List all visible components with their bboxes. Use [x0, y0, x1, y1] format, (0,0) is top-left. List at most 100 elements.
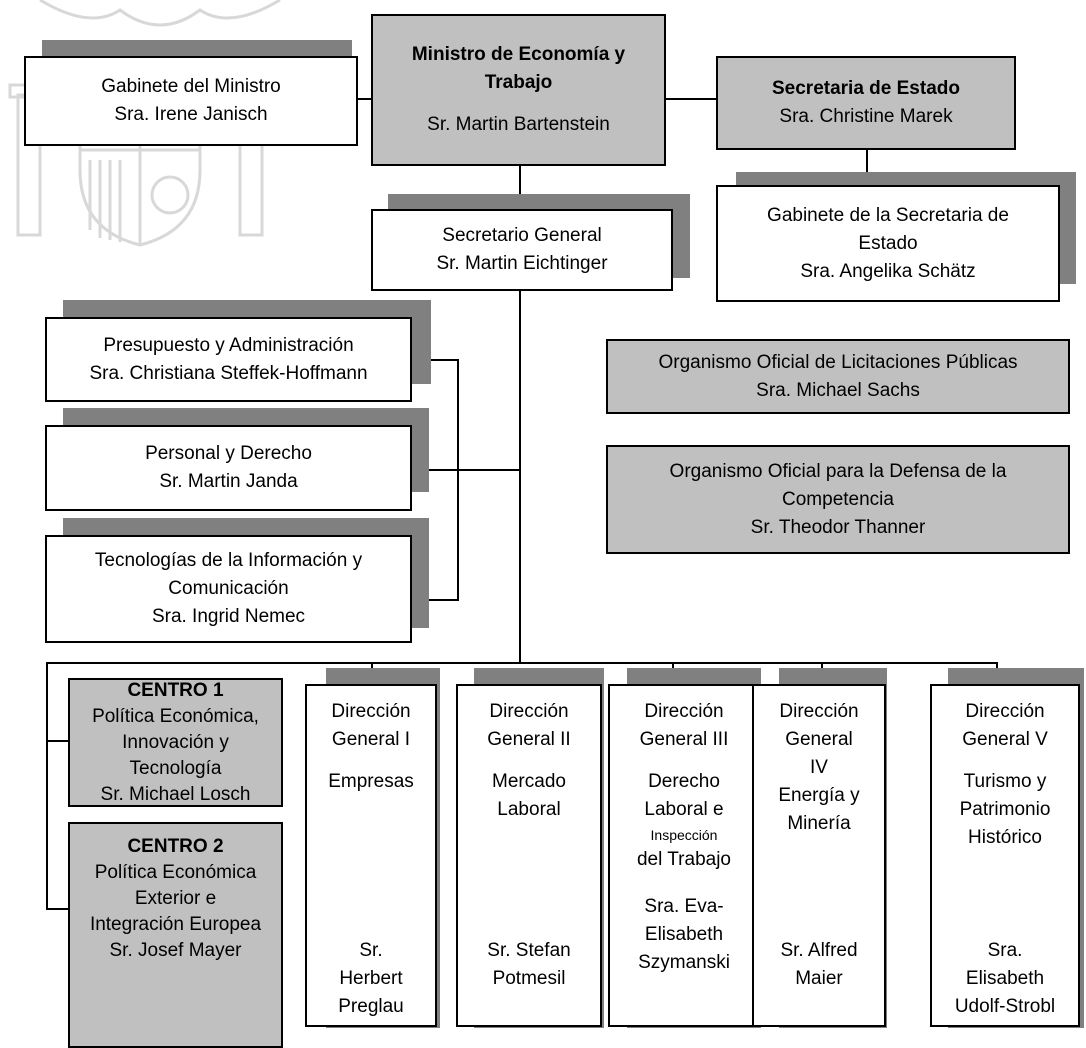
dg5-area: Patrimonio — [959, 799, 1051, 820]
dg3-person: Elisabeth — [644, 924, 724, 945]
centro1-line: Sr. Michael Losch — [100, 783, 251, 805]
tecnologias-box: Tecnologías de la Información y Comunica… — [45, 535, 412, 643]
presupuesto-box: Presupuesto y Administración Sra. Christ… — [45, 317, 412, 402]
connector-line — [410, 599, 459, 601]
gabinete-ministro-box: Gabinete del Ministro Sra. Irene Janisch — [24, 56, 358, 146]
licitaciones-box: Organismo Oficial de Licitaciones Públic… — [606, 339, 1070, 414]
connector-line — [356, 98, 374, 100]
dg1-person: Herbert — [339, 968, 403, 989]
dg3-area: Inspección — [650, 827, 718, 843]
dg2-head: General II — [487, 729, 571, 750]
centro2-line: Sr. Josef Mayer — [109, 940, 242, 961]
dg5-head: General V — [962, 729, 1048, 750]
dg3-box: Dirección General III Derecho Laboral e … — [608, 684, 760, 1027]
gabinete-secretaria-name: Sra. Angelika Schätz — [800, 260, 976, 282]
dg1-person: Preglau — [338, 996, 404, 1017]
dg3-person: Sra. Eva- — [644, 896, 724, 917]
centro2-box: CENTRO 2 Política Económica Exterior e I… — [68, 822, 283, 1048]
dg2-person: Potmesil — [492, 968, 566, 989]
centro1-line: Tecnología — [129, 757, 222, 779]
secretaria-estado-title: Secretaria de Estado — [772, 78, 960, 99]
ministro-title-line2: Trabajo — [484, 72, 553, 93]
connector-line — [866, 148, 868, 185]
connector-line — [46, 662, 998, 664]
presupuesto-name: Sra. Christiana Steffek-Hoffmann — [89, 362, 368, 384]
dg5-person: Sra. — [987, 940, 1023, 961]
dg1-head: Dirección — [331, 701, 411, 722]
dg1-head: General I — [331, 729, 411, 750]
secretario-general-name: Sr. Martin Eichtinger — [436, 253, 608, 274]
dg3-head: Dirección — [644, 701, 724, 722]
dg4-area: Energía y — [778, 785, 860, 806]
dg4-box: Dirección General IV Energía y Minería S… — [752, 684, 886, 1027]
dg2-area: Mercado — [492, 771, 566, 792]
competencia-line1: Organismo Oficial para la Defensa de la — [669, 460, 1007, 482]
dg2-area: Laboral — [497, 799, 561, 820]
centro1-title: CENTRO 1 — [127, 679, 224, 701]
tecnologias-name: Sra. Ingrid Nemec — [151, 606, 306, 627]
ministro-box: Ministro de Economía y Trabajo Sr. Marti… — [371, 14, 666, 166]
dg5-head: Dirección — [965, 701, 1045, 722]
dg3-head: General III — [639, 729, 729, 750]
dg3-area: Laboral e — [644, 799, 724, 820]
dg1-area: Empresas — [328, 771, 414, 792]
centro1-line: Innovación y — [122, 731, 229, 753]
ministro-title-line1: Ministro de Economía y — [411, 44, 626, 65]
gabinete-secretaria-line2: Estado — [858, 232, 918, 254]
licitaciones-title: Organismo Oficial de Licitaciones Públic… — [658, 351, 1018, 373]
secretario-general-box: Secretario General Sr. Martin Eichtinger — [371, 209, 673, 291]
secretario-general-title: Secretario General — [442, 225, 602, 246]
ministro-name: Sr. Martin Bartenstein — [427, 114, 610, 135]
dg4-area: Minería — [787, 813, 851, 834]
dg3-area: del Trabajo — [636, 849, 731, 870]
competencia-box: Organismo Oficial para la Defensa de la … — [606, 445, 1070, 554]
gabinete-secretaria-line1: Gabinete de la Secretaria de — [767, 204, 1009, 226]
gabinete-secretaria-box: Gabinete de la Secretaria de Estado Sra.… — [716, 185, 1060, 302]
tecnologias-line2: Comunicación — [168, 578, 289, 599]
competencia-line2: Competencia — [782, 488, 894, 510]
connector-line — [457, 359, 459, 600]
dg4-person: Maier — [795, 968, 843, 989]
connector-line — [46, 908, 70, 910]
dg4-person: Sr. Alfred — [780, 940, 858, 961]
centro2-line: Política Económica — [94, 862, 257, 883]
licitaciones-name: Sra. Michael Sachs — [756, 379, 920, 401]
centro2-line: Integración Europea — [89, 914, 262, 935]
personal-box: Personal y Derecho Sr. Martin Janda — [45, 425, 412, 511]
connector-line — [519, 289, 521, 663]
dg5-person: Elisabeth — [965, 968, 1045, 989]
centro1-line: Política Económica, — [92, 705, 259, 727]
connector-line — [46, 662, 48, 910]
connector-line — [664, 98, 718, 100]
secretaria-estado-box: Secretaria de Estado Sra. Christine Mare… — [716, 56, 1016, 150]
secretaria-estado-name: Sra. Christine Marek — [779, 106, 953, 127]
connector-line — [410, 359, 458, 361]
dg3-area: Derecho — [648, 771, 720, 792]
dg4-head: IV — [810, 757, 828, 778]
dg3-person: Szymanski — [638, 952, 730, 973]
dg5-area: Histórico — [968, 827, 1042, 848]
gabinete-ministro-title: Gabinete del Ministro — [101, 76, 281, 97]
gabinete-ministro-name: Sra. Irene Janisch — [114, 104, 268, 125]
dg5-box: Dirección General V Turismo y Patrimonio… — [930, 684, 1080, 1027]
competencia-name: Sr. Theodor Thanner — [750, 516, 926, 538]
centro2-title: CENTRO 2 — [127, 836, 224, 857]
connector-line — [46, 740, 70, 742]
dg5-person: Udolf-Strobl — [954, 996, 1056, 1017]
presupuesto-title: Presupuesto y Administración — [103, 334, 354, 356]
centro2-line: Exterior e — [134, 888, 217, 909]
personal-name: Sr. Martin Janda — [159, 471, 298, 492]
dg1-box: Dirección General I Empresas Sr. Herbert… — [305, 684, 437, 1027]
dg5-area: Turismo y — [963, 771, 1047, 792]
dg2-head: Dirección — [489, 701, 569, 722]
connector-line — [410, 469, 520, 471]
dg2-box: Dirección General II Mercado Laboral Sr.… — [456, 684, 602, 1027]
connector-line — [519, 165, 521, 210]
dg2-person: Sr. Stefan — [487, 940, 571, 961]
tecnologias-line1: Tecnologías de la Información y — [94, 550, 363, 571]
personal-title: Personal y Derecho — [145, 443, 312, 464]
centro1-box: CENTRO 1 Política Económica, Innovación … — [68, 678, 283, 807]
dg4-head: Dirección — [779, 701, 859, 722]
dg1-person: Sr. — [359, 940, 383, 961]
dg4-head: General — [785, 729, 853, 750]
